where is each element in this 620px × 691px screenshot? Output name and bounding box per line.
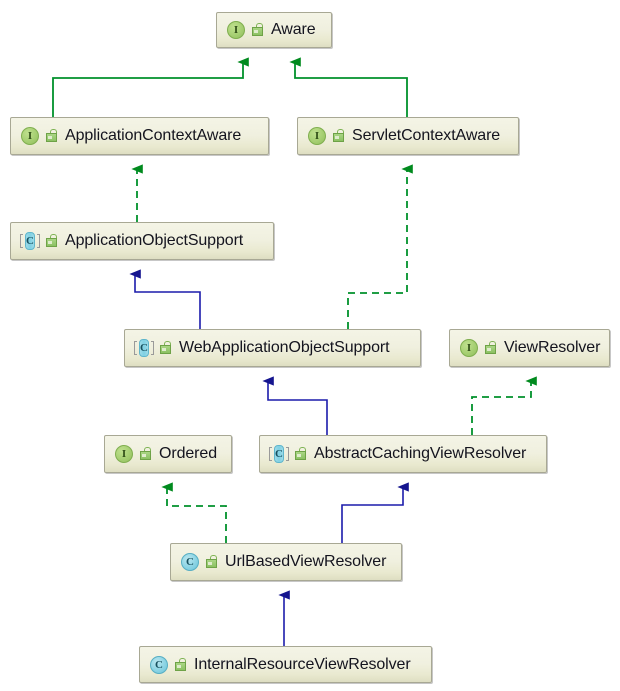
node-viewresolver[interactable]: I ViewResolver <box>449 329 610 367</box>
node-label: AbstractCachingViewResolver <box>314 445 527 462</box>
abstract-class-icon: C <box>269 444 289 464</box>
class-icon: C <box>180 552 200 572</box>
edge-applicationcontextaware-extends-aware <box>52 57 249 117</box>
node-label: WebApplicationObjectSupport <box>179 339 390 356</box>
public-lock-icon <box>139 446 153 462</box>
public-lock-icon <box>205 554 219 570</box>
public-lock-icon <box>294 446 308 462</box>
abstract-class-icon: C <box>134 338 154 358</box>
edge-webapplicationobjectsupport-implements-servletcontextaware <box>347 164 413 329</box>
node-label: ViewResolver <box>504 339 601 356</box>
node-label: ApplicationObjectSupport <box>65 232 244 249</box>
edge-abstractcachingviewresolver-implements-viewresolver <box>471 376 537 435</box>
class-icon: C <box>149 655 169 675</box>
edge-abstractcachingviewresolver-extends-webapplicationobjectsupport <box>262 376 328 435</box>
node-label: InternalResourceViewResolver <box>194 655 411 673</box>
public-lock-icon <box>159 340 173 356</box>
public-lock-icon <box>251 22 265 38</box>
public-lock-icon <box>45 233 59 249</box>
node-label: Aware <box>271 21 316 38</box>
node-label: Ordered <box>159 445 217 462</box>
interface-icon: I <box>307 126 327 146</box>
abstract-class-icon: C <box>20 231 40 251</box>
public-lock-icon <box>332 128 346 144</box>
edge-servletcontextaware-extends-aware <box>289 57 408 117</box>
interface-icon: I <box>226 20 246 40</box>
interface-icon: I <box>114 444 134 464</box>
node-webapplicationobjectsupport[interactable]: C WebApplicationObjectSupport <box>124 329 421 367</box>
public-lock-icon <box>45 128 59 144</box>
interface-icon: I <box>20 126 40 146</box>
node-label: UrlBasedViewResolver <box>225 553 387 570</box>
node-urlbasedviewresolver[interactable]: C UrlBasedViewResolver <box>170 543 402 581</box>
node-internalresourceviewresolver[interactable]: C InternalResourceViewResolver <box>139 646 432 683</box>
edge-webapplicationobjectsupport-extends-applicationobjectsupport <box>129 269 201 329</box>
node-label: ServletContextAware <box>352 127 501 144</box>
node-aware[interactable]: I Aware <box>216 12 332 48</box>
edge-urlbasedviewresolver-extends-abstractcachingviewresolver <box>341 482 409 543</box>
node-abstractcachingviewresolver[interactable]: C AbstractCachingViewResolver <box>259 435 547 473</box>
node-ordered[interactable]: I Ordered <box>104 435 232 473</box>
interface-icon: I <box>459 338 479 358</box>
node-applicationobjectsupport[interactable]: C ApplicationObjectSupport <box>10 222 274 260</box>
node-applicationcontextaware[interactable]: I ApplicationContextAware <box>10 117 269 155</box>
edge-urlbasedviewresolver-implements-ordered <box>161 482 227 543</box>
public-lock-icon <box>174 657 188 673</box>
public-lock-icon <box>484 340 498 356</box>
node-servletcontextaware[interactable]: I ServletContextAware <box>297 117 519 155</box>
node-label: ApplicationContextAware <box>65 127 242 144</box>
